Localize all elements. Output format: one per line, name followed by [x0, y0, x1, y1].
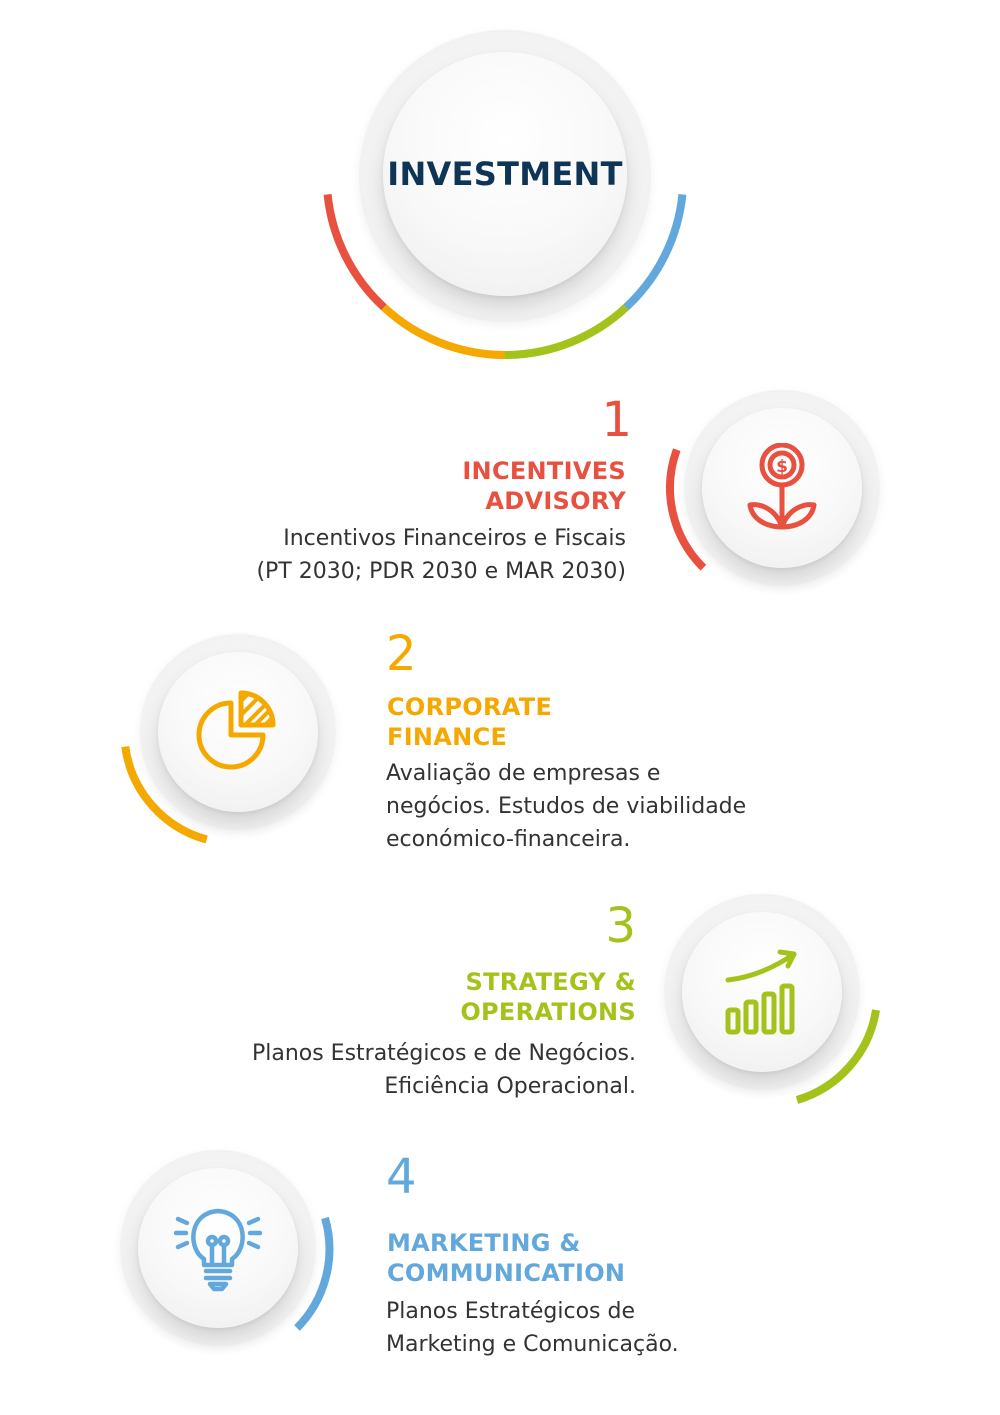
hero-arc-blue	[623, 194, 687, 311]
step-4-title: MARKETING & COMMUNICATION	[387, 1228, 747, 1288]
hero-arc-red	[323, 194, 387, 311]
hero-arc-orange	[381, 304, 506, 359]
step-3-title-line: STRATEGY &	[465, 968, 636, 996]
step-3-number: 3	[605, 898, 636, 954]
pie-chart-icon	[196, 690, 276, 770]
step-2-arc	[121, 746, 208, 844]
step-3-title-line: OPERATIONS	[460, 998, 636, 1026]
step-2-description: Avaliação de empresas e negócios. Estudo…	[386, 757, 826, 856]
step-2-circle	[158, 652, 318, 812]
growth-chart-icon	[725, 949, 797, 1035]
step-4-title-line: MARKETING &	[387, 1229, 581, 1257]
step-4-desc-line: Planos Estratégicos de	[386, 1299, 635, 1324]
money-plant-icon: $	[747, 443, 817, 530]
step-1-arc	[666, 448, 707, 571]
step-1-description: Incentivos Financeiros e Fiscais (PT 203…	[150, 522, 626, 588]
hero-circle: INVESTMENT	[383, 52, 627, 296]
lightbulb-icon	[174, 1208, 262, 1292]
step-2-title-line: CORPORATE	[387, 693, 553, 721]
step-4-title-line: COMMUNICATION	[387, 1259, 626, 1287]
step-1-number: 1	[601, 392, 632, 448]
step-2-number: 2	[386, 626, 417, 682]
step-2-title-line: FINANCE	[387, 723, 508, 751]
step-3-title: STRATEGY & OPERATIONS	[380, 967, 636, 1027]
step-3-circle	[682, 912, 842, 1072]
step-4-desc-line: Marketing e Comunicação.	[386, 1332, 679, 1357]
step-4-arc	[294, 1216, 334, 1331]
step-2-desc-line: económico-financeira.	[386, 827, 631, 852]
step-1-title-line: ADVISORY	[485, 487, 626, 515]
step-3-arc	[795, 1009, 880, 1104]
step-1-circle: $	[702, 408, 862, 568]
step-2-desc-line: negócios. Estudos de viabilidade	[386, 794, 747, 819]
step-1-title: INCENTIVES ADVISORY	[380, 456, 626, 516]
step-3-desc-line: Planos Estratégicos e de Negócios.	[251, 1041, 636, 1066]
step-4-circle	[138, 1168, 298, 1328]
step-3-desc-line: Eficiência Operacional.	[384, 1074, 636, 1099]
step-1-desc-line: (PT 2030; PDR 2030 e MAR 2030)	[256, 559, 626, 584]
step-1-title-line: INCENTIVES	[462, 457, 626, 485]
hero-arc-green	[504, 304, 629, 359]
step-2-desc-line: Avaliação de empresas e	[386, 761, 661, 786]
step-4-description: Planos Estratégicos de Marketing e Comun…	[386, 1295, 826, 1361]
svg-text:$: $	[776, 457, 788, 477]
step-2-title: CORPORATE FINANCE	[387, 692, 707, 752]
hero-title: INVESTMENT	[387, 155, 623, 193]
step-3-description: Planos Estratégicos e de Negócios. Efici…	[130, 1037, 636, 1103]
step-1-desc-line: Incentivos Financeiros e Fiscais	[283, 526, 626, 551]
step-4-number: 4	[386, 1149, 417, 1205]
